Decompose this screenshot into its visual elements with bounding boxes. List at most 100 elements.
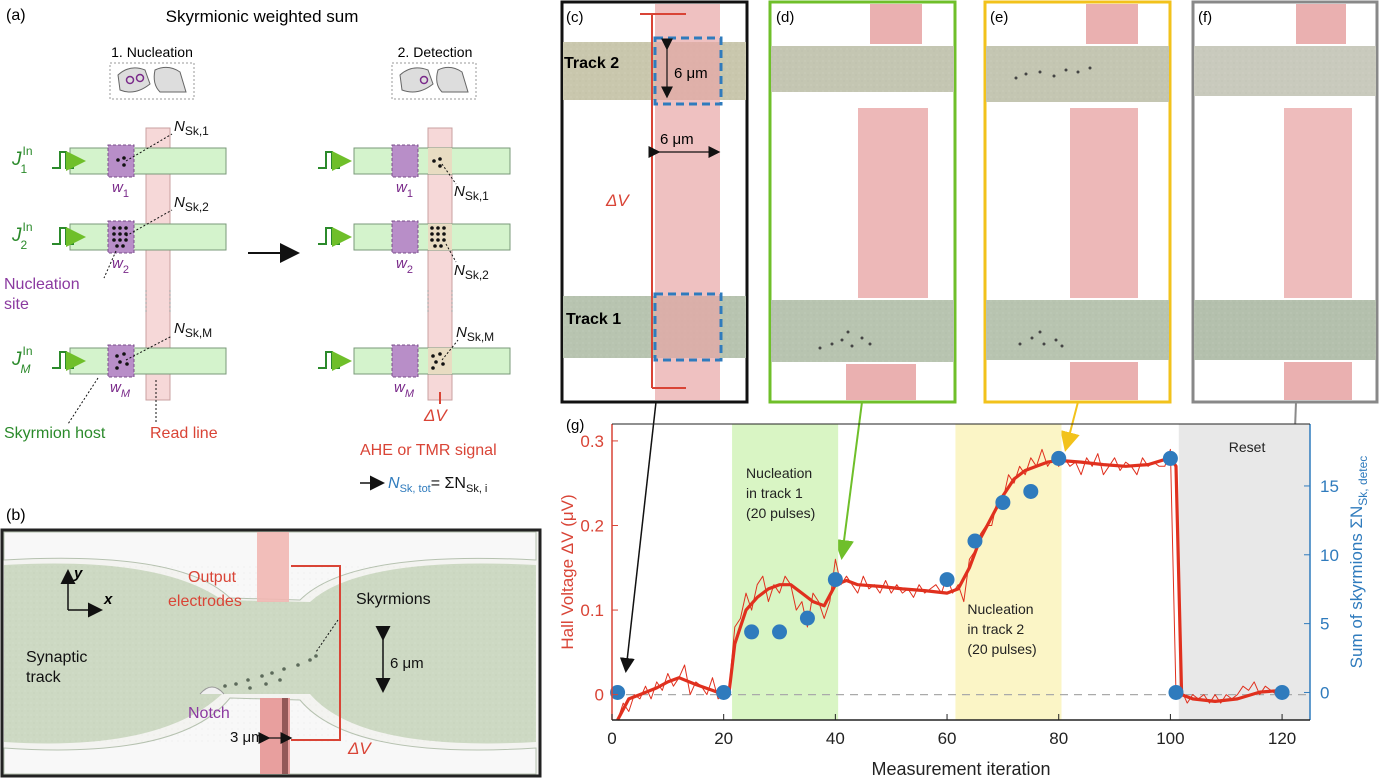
panel-g-label: (g) xyxy=(566,417,584,434)
synaptic-track-label-2: track xyxy=(26,669,62,686)
panel-f-label: (f) xyxy=(1198,9,1212,26)
x-tick-label: 0 xyxy=(607,729,616,748)
delta-v-label-c: ΔV xyxy=(605,191,630,210)
skyrmion-count-point xyxy=(1168,684,1184,700)
skyrmion-host-label: Skyrmion host xyxy=(4,425,106,442)
skyrmion-count-point xyxy=(610,684,626,700)
region-label-0-2: (20 pulses) xyxy=(746,505,815,521)
arrow-d xyxy=(834,401,863,560)
arrow-c xyxy=(619,401,657,673)
x-tick-label: 40 xyxy=(826,729,845,748)
output-electrodes-label-1: Output xyxy=(188,569,237,586)
skyrmion-count-point xyxy=(827,572,843,588)
panel-d: (d) xyxy=(768,0,957,404)
y-tick-label: 0.2 xyxy=(580,516,604,535)
y2-tick-label: 0 xyxy=(1320,683,1329,702)
y2-tick-label: 10 xyxy=(1320,546,1339,565)
svg-text:w2: w2 xyxy=(396,255,413,276)
weight-labels-right: w1 w2 wM xyxy=(394,179,415,400)
track-1-left xyxy=(52,144,227,178)
svg-text:NSk, tot= ΣNSk, i: NSk, tot= ΣNSk, i xyxy=(388,475,487,495)
region-label-1-0: Nucleation xyxy=(967,601,1033,617)
y2-tick-label: 15 xyxy=(1320,477,1339,496)
track-2-left xyxy=(52,220,227,254)
sum-formula: NSk, tot= ΣNSk, i xyxy=(360,475,487,495)
svg-text:x: x xyxy=(103,591,113,608)
svg-text:NSk,M: NSk,M xyxy=(174,320,212,340)
x-tick-label: 60 xyxy=(938,729,957,748)
svg-text:NSk,1: NSk,1 xyxy=(174,118,209,138)
svg-text:NSk,2: NSk,2 xyxy=(454,262,489,282)
panel-f: (f) xyxy=(1191,0,1379,404)
synaptic-track-label-1: Synaptic xyxy=(26,649,87,666)
region-label-0-0: Nucleation xyxy=(746,465,812,481)
svg-text:NSk,1: NSk,1 xyxy=(454,183,489,203)
track-1-right xyxy=(318,144,511,178)
x-tick-label: 20 xyxy=(714,729,733,748)
panel-a-label: (a) xyxy=(6,7,26,24)
chart-series xyxy=(610,448,1290,721)
output-electrodes-label-2: electrodes xyxy=(168,593,242,610)
skyrmion-count-point xyxy=(716,684,732,700)
skyrmion-count-point xyxy=(799,610,815,626)
track2-label: Track 2 xyxy=(564,55,619,72)
region-2 xyxy=(1178,424,1310,720)
signal-label: AHE or TMR signal xyxy=(360,442,497,459)
width-label-3um: 3 μm xyxy=(230,729,264,746)
panel-e: (e) xyxy=(983,0,1172,404)
dim-label-1: 6 μm xyxy=(674,65,708,82)
y2-tick-label: 5 xyxy=(1320,615,1329,634)
step2-label: 2. Detection xyxy=(398,44,473,60)
track-m-left xyxy=(52,344,227,378)
svg-text:w1: w1 xyxy=(396,179,413,200)
track-m-right xyxy=(318,344,511,378)
skyrmion-count-point xyxy=(1023,483,1039,499)
panel-c-label: (c) xyxy=(566,9,584,26)
skyrmion-count-point xyxy=(967,533,983,549)
svg-text:w2: w2 xyxy=(112,255,129,276)
svg-text:w1: w1 xyxy=(112,179,129,200)
arrow-e xyxy=(1060,401,1080,452)
panel-a: (a) Skyrmionic weighted sum 1. Nucleatio… xyxy=(4,7,511,495)
nucleation-site-label-2: site xyxy=(4,296,29,313)
x-tick-label: 100 xyxy=(1156,729,1184,748)
panel-a-title: Skyrmionic weighted sum xyxy=(166,7,359,26)
track-2-right xyxy=(318,220,511,254)
skyrmion-count-point xyxy=(744,624,760,640)
chart-regions xyxy=(732,424,1310,720)
panel-b-label: (b) xyxy=(6,507,26,524)
skyrmion-count-point xyxy=(995,494,1011,510)
dim-label-2: 6 μm xyxy=(660,131,694,148)
region-label-1-2: (20 pulses) xyxy=(967,641,1036,657)
count-labels-right: NSk,1 NSk,2 NSk,M xyxy=(454,183,494,344)
skyrmion-count-point xyxy=(1162,450,1178,466)
skyrmion-count-point xyxy=(1051,450,1067,466)
read-line-label: Read line xyxy=(150,425,218,442)
x-axis-label: Measurement iteration xyxy=(871,759,1050,778)
detection-schematic xyxy=(318,127,511,404)
delta-v-label-a: ΔV xyxy=(423,406,448,425)
skyrmion-count-point xyxy=(772,624,788,640)
svg-text:wM: wM xyxy=(394,379,415,400)
weight-labels-left: w1 w2 wM xyxy=(110,179,131,400)
skyrmions-label: Skyrmions xyxy=(356,591,431,608)
count-labels-left: NSk,1 NSk,2 NSk,M xyxy=(174,118,212,340)
panel-b: (b) y x Output electrodes Skyrmions Syna… xyxy=(0,507,542,778)
delta-v-label-b: ΔV xyxy=(347,739,372,758)
notch-shape xyxy=(199,686,225,695)
y-axis-label: Hall Voltage ΔV (μV) xyxy=(558,494,577,649)
step1-label: 1. Nucleation xyxy=(111,44,193,60)
electrode-top xyxy=(257,532,289,602)
x-tick-label: 80 xyxy=(1049,729,1068,748)
svg-text:NSk,M: NSk,M xyxy=(456,324,494,344)
region-label-2-0: Reset xyxy=(1229,439,1266,455)
y-tick-label: 0 xyxy=(595,686,604,705)
svg-text:wM: wM xyxy=(110,379,131,400)
nucleation-icon xyxy=(109,62,195,100)
panel-e-label: (e) xyxy=(990,9,1008,26)
